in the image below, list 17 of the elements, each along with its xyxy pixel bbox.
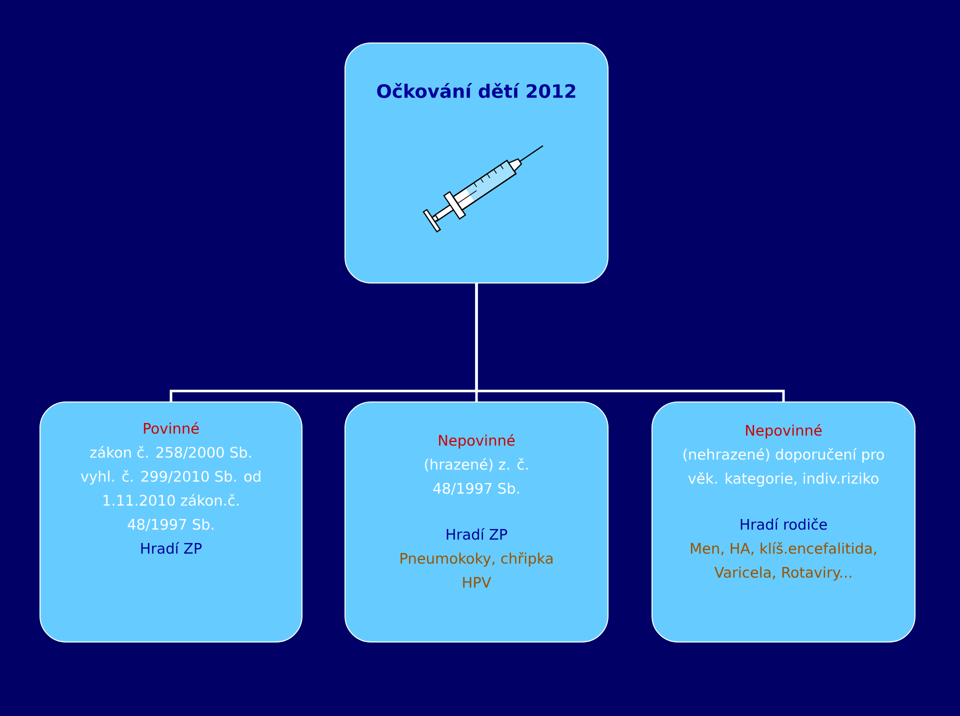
rounded-box [40, 402, 302, 642]
body-text: zákon č. 258/2000 Sb. vyhl. č. 299/2010 Sb. od 1.11.2010 zákon.č. 48/1997 Sb. [80, 446, 260, 531]
heading: Povinné [144, 422, 199, 434]
rounded-box [344, 402, 608, 642]
body-text: (hrazené) z. č. 48/1997 Sb. [424, 458, 528, 495]
title: Očkování dětí 2012 [377, 83, 576, 98]
body-text: (nehrazené) doporučení pro věk. kategorie, indiv.riziko [684, 448, 884, 487]
heading: Nepovinné [746, 424, 822, 439]
examples-text: Pneumokoky, chřipka HPV [400, 552, 553, 588]
examples-text: Men, HA, klíš.encefalitida, Varicela, Rotaviry... [690, 542, 876, 581]
rounded-box [344, 42, 608, 284]
payer-text: Hradí ZP [141, 542, 202, 554]
rounded-box [652, 402, 916, 642]
connector-line [475, 284, 785, 402]
payer-text: Hradí ZP [446, 528, 508, 540]
payer-text: Hradí rodiče [740, 518, 827, 530]
heading: Nepovinné [439, 434, 515, 449]
